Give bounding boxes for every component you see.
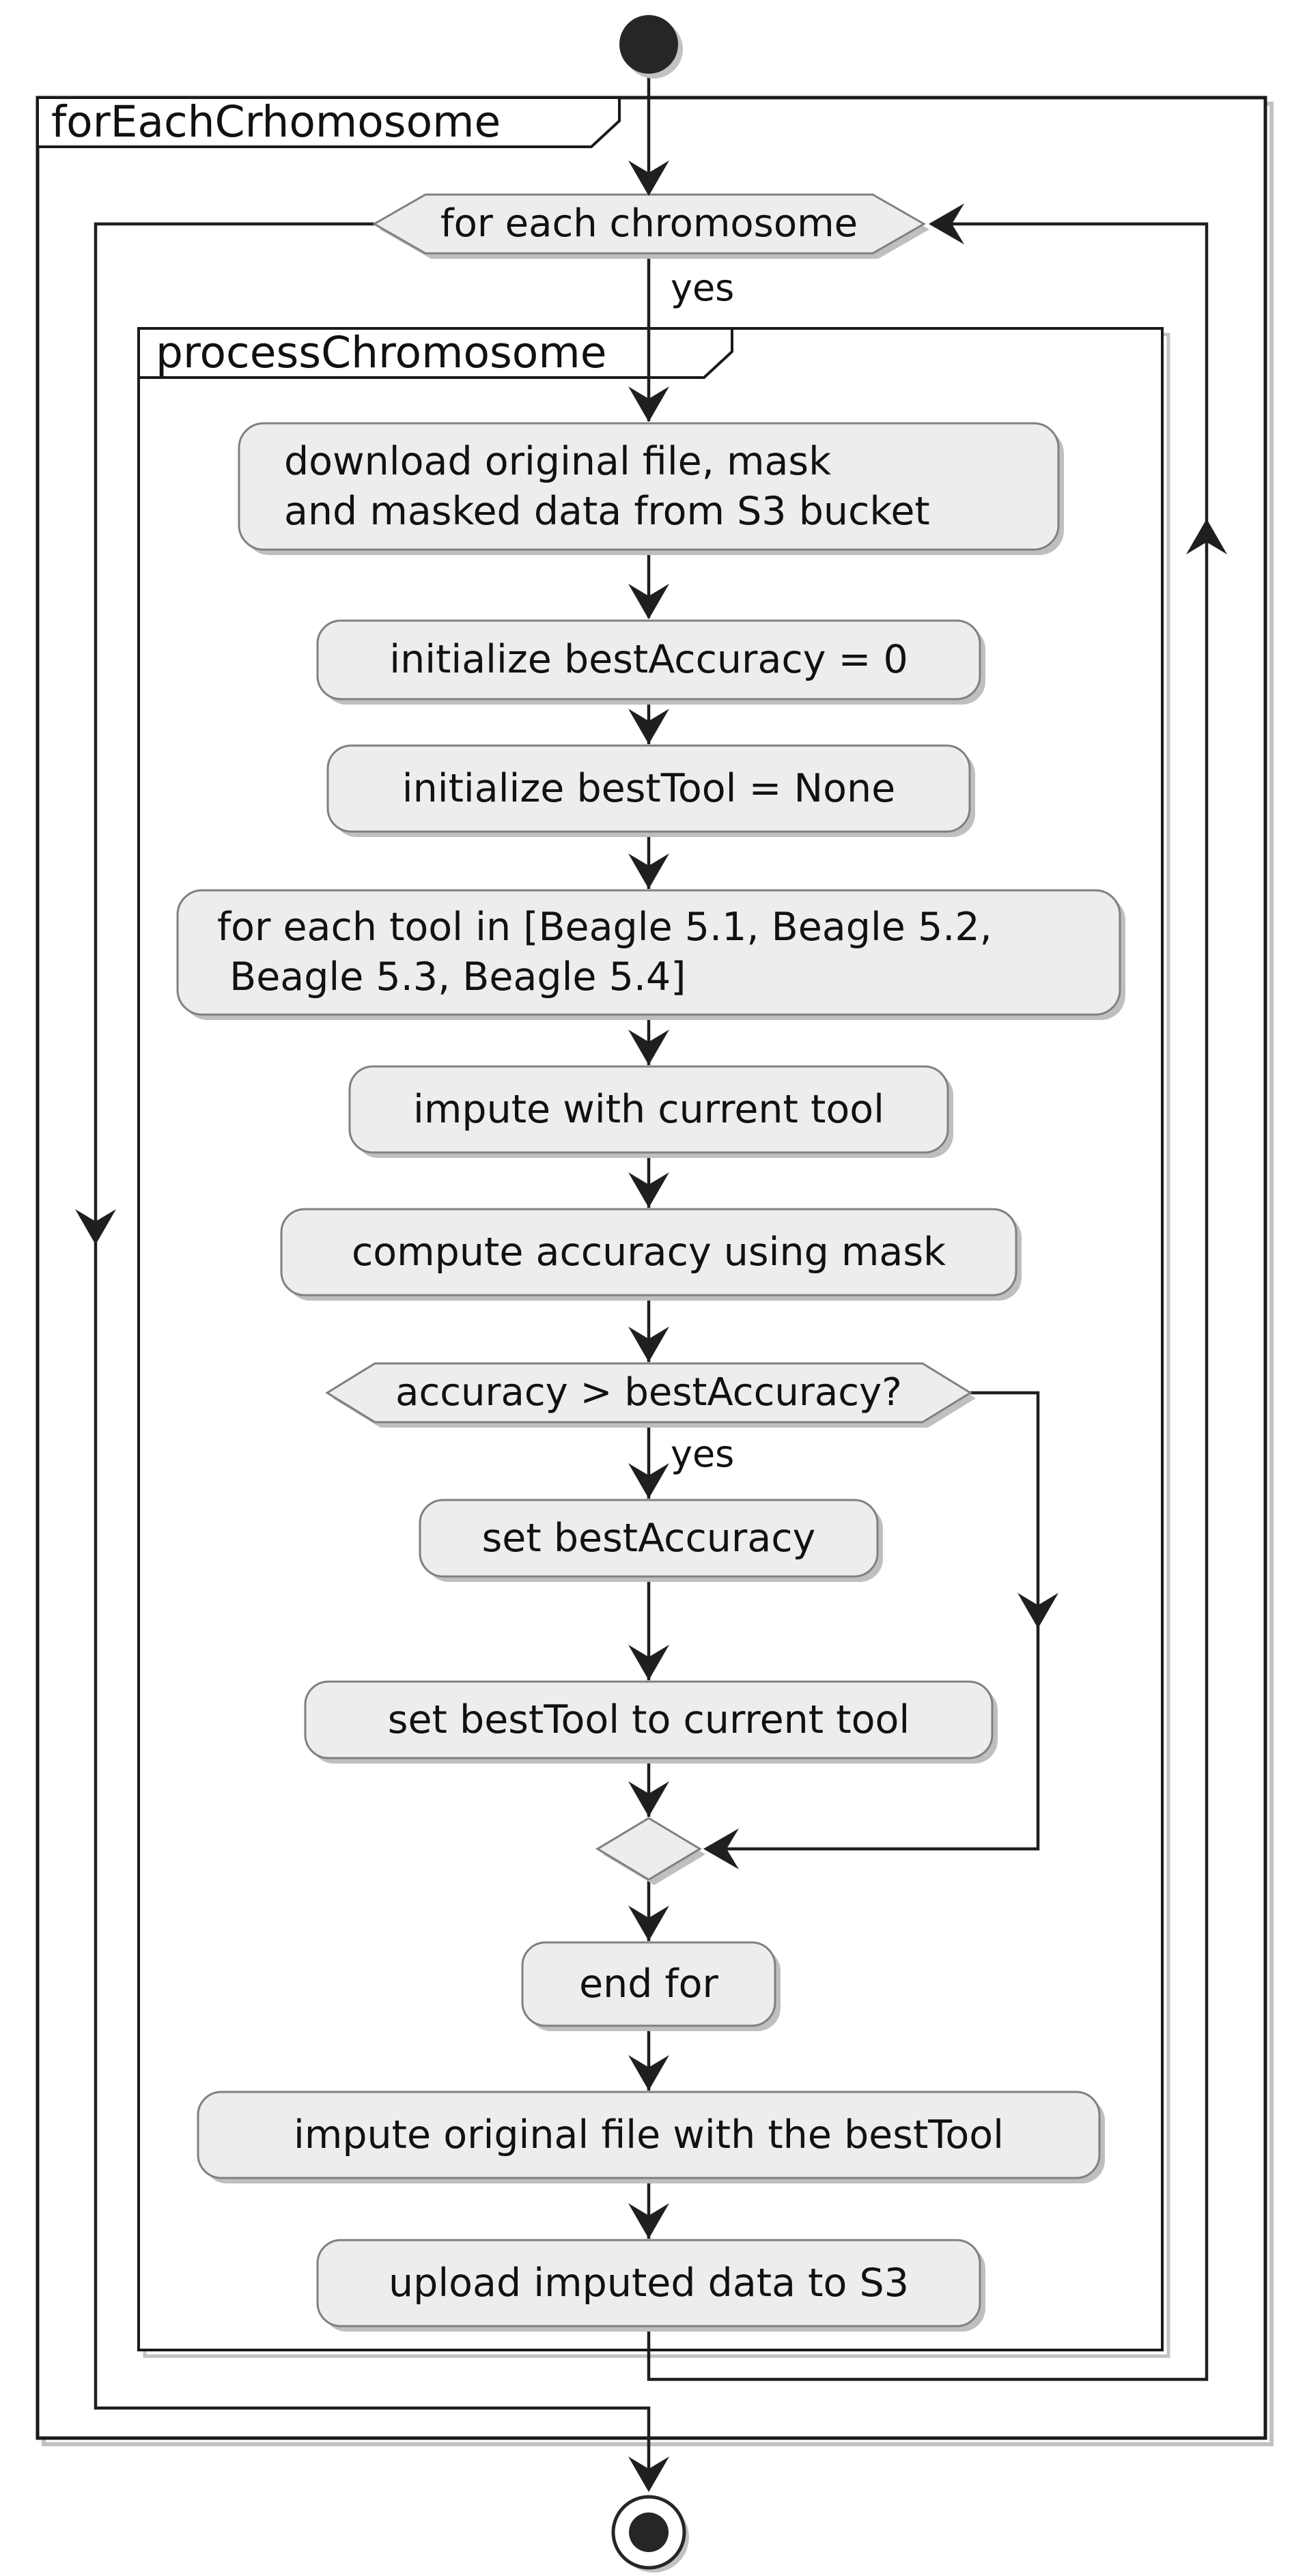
inner-frame-tab xyxy=(137,327,733,379)
init-accuracy-box xyxy=(316,619,981,700)
outer-frame-tab xyxy=(36,96,621,148)
foreach-tool-line-1: for each tool in [Beagle 5.1, Beagle 5.2… xyxy=(217,905,992,950)
loop-yes-label: yes xyxy=(671,266,735,309)
init-tool-label: initialize bestTool = None xyxy=(402,765,896,811)
edge-loopback xyxy=(647,222,1209,2381)
compute-box xyxy=(280,1208,1017,1297)
set-tool-box xyxy=(304,1680,994,1759)
compute-accuracy-label: compute accuracy using mask xyxy=(351,1229,946,1275)
impute-box xyxy=(348,1065,949,1154)
upload-label: upload imputed data to S3 xyxy=(389,2260,909,2306)
init-tool-box xyxy=(326,744,971,833)
impute-original-label: impute original file with the bestTool xyxy=(293,2112,1005,2157)
decision-yes-label: yes xyxy=(671,1432,735,1475)
decision-hexagon xyxy=(325,1362,972,1424)
loop-hexagon xyxy=(371,193,927,255)
set-tool-label: set bestTool to current tool xyxy=(387,1697,910,1742)
download-line-1: download original file, mask xyxy=(284,438,832,484)
decision-condition-label: accuracy > bestAccuracy? xyxy=(395,1370,902,1415)
download-label: download original file, mask and masked … xyxy=(239,423,1058,550)
init-accuracy-label: initialize bestAccuracy = 0 xyxy=(389,637,908,682)
set-accuracy-label: set bestAccuracy xyxy=(481,1515,816,1561)
endfor-box xyxy=(521,1941,776,2027)
download-line-2: and masked data from S3 bucket xyxy=(284,488,930,534)
impute-current-label: impute with current tool xyxy=(413,1086,884,1132)
foreach-tool-line-2: Beagle 5.3, Beagle 5.4] xyxy=(217,954,686,1000)
foreach-tool-label: for each tool in [Beagle 5.1, Beagle 5.2… xyxy=(178,890,1120,1015)
start-node xyxy=(619,15,678,74)
download-box xyxy=(238,422,1060,551)
loop-condition-label: for each chromosome xyxy=(440,201,858,246)
outer-frame-title: forEachCrhomosome xyxy=(51,97,501,147)
end-node-inner xyxy=(629,2513,669,2552)
impute-original-box xyxy=(197,2091,1101,2179)
set-accuracy-box xyxy=(419,1499,879,1578)
upload-box xyxy=(316,2239,981,2327)
merge-diamond xyxy=(595,1817,702,1881)
inner-frame-title: processChromosome xyxy=(156,328,607,378)
edge-loop-exit-to-end xyxy=(94,222,651,2488)
foreach-tool-box xyxy=(176,889,1121,1016)
endfor-label: end for xyxy=(579,1961,718,2007)
